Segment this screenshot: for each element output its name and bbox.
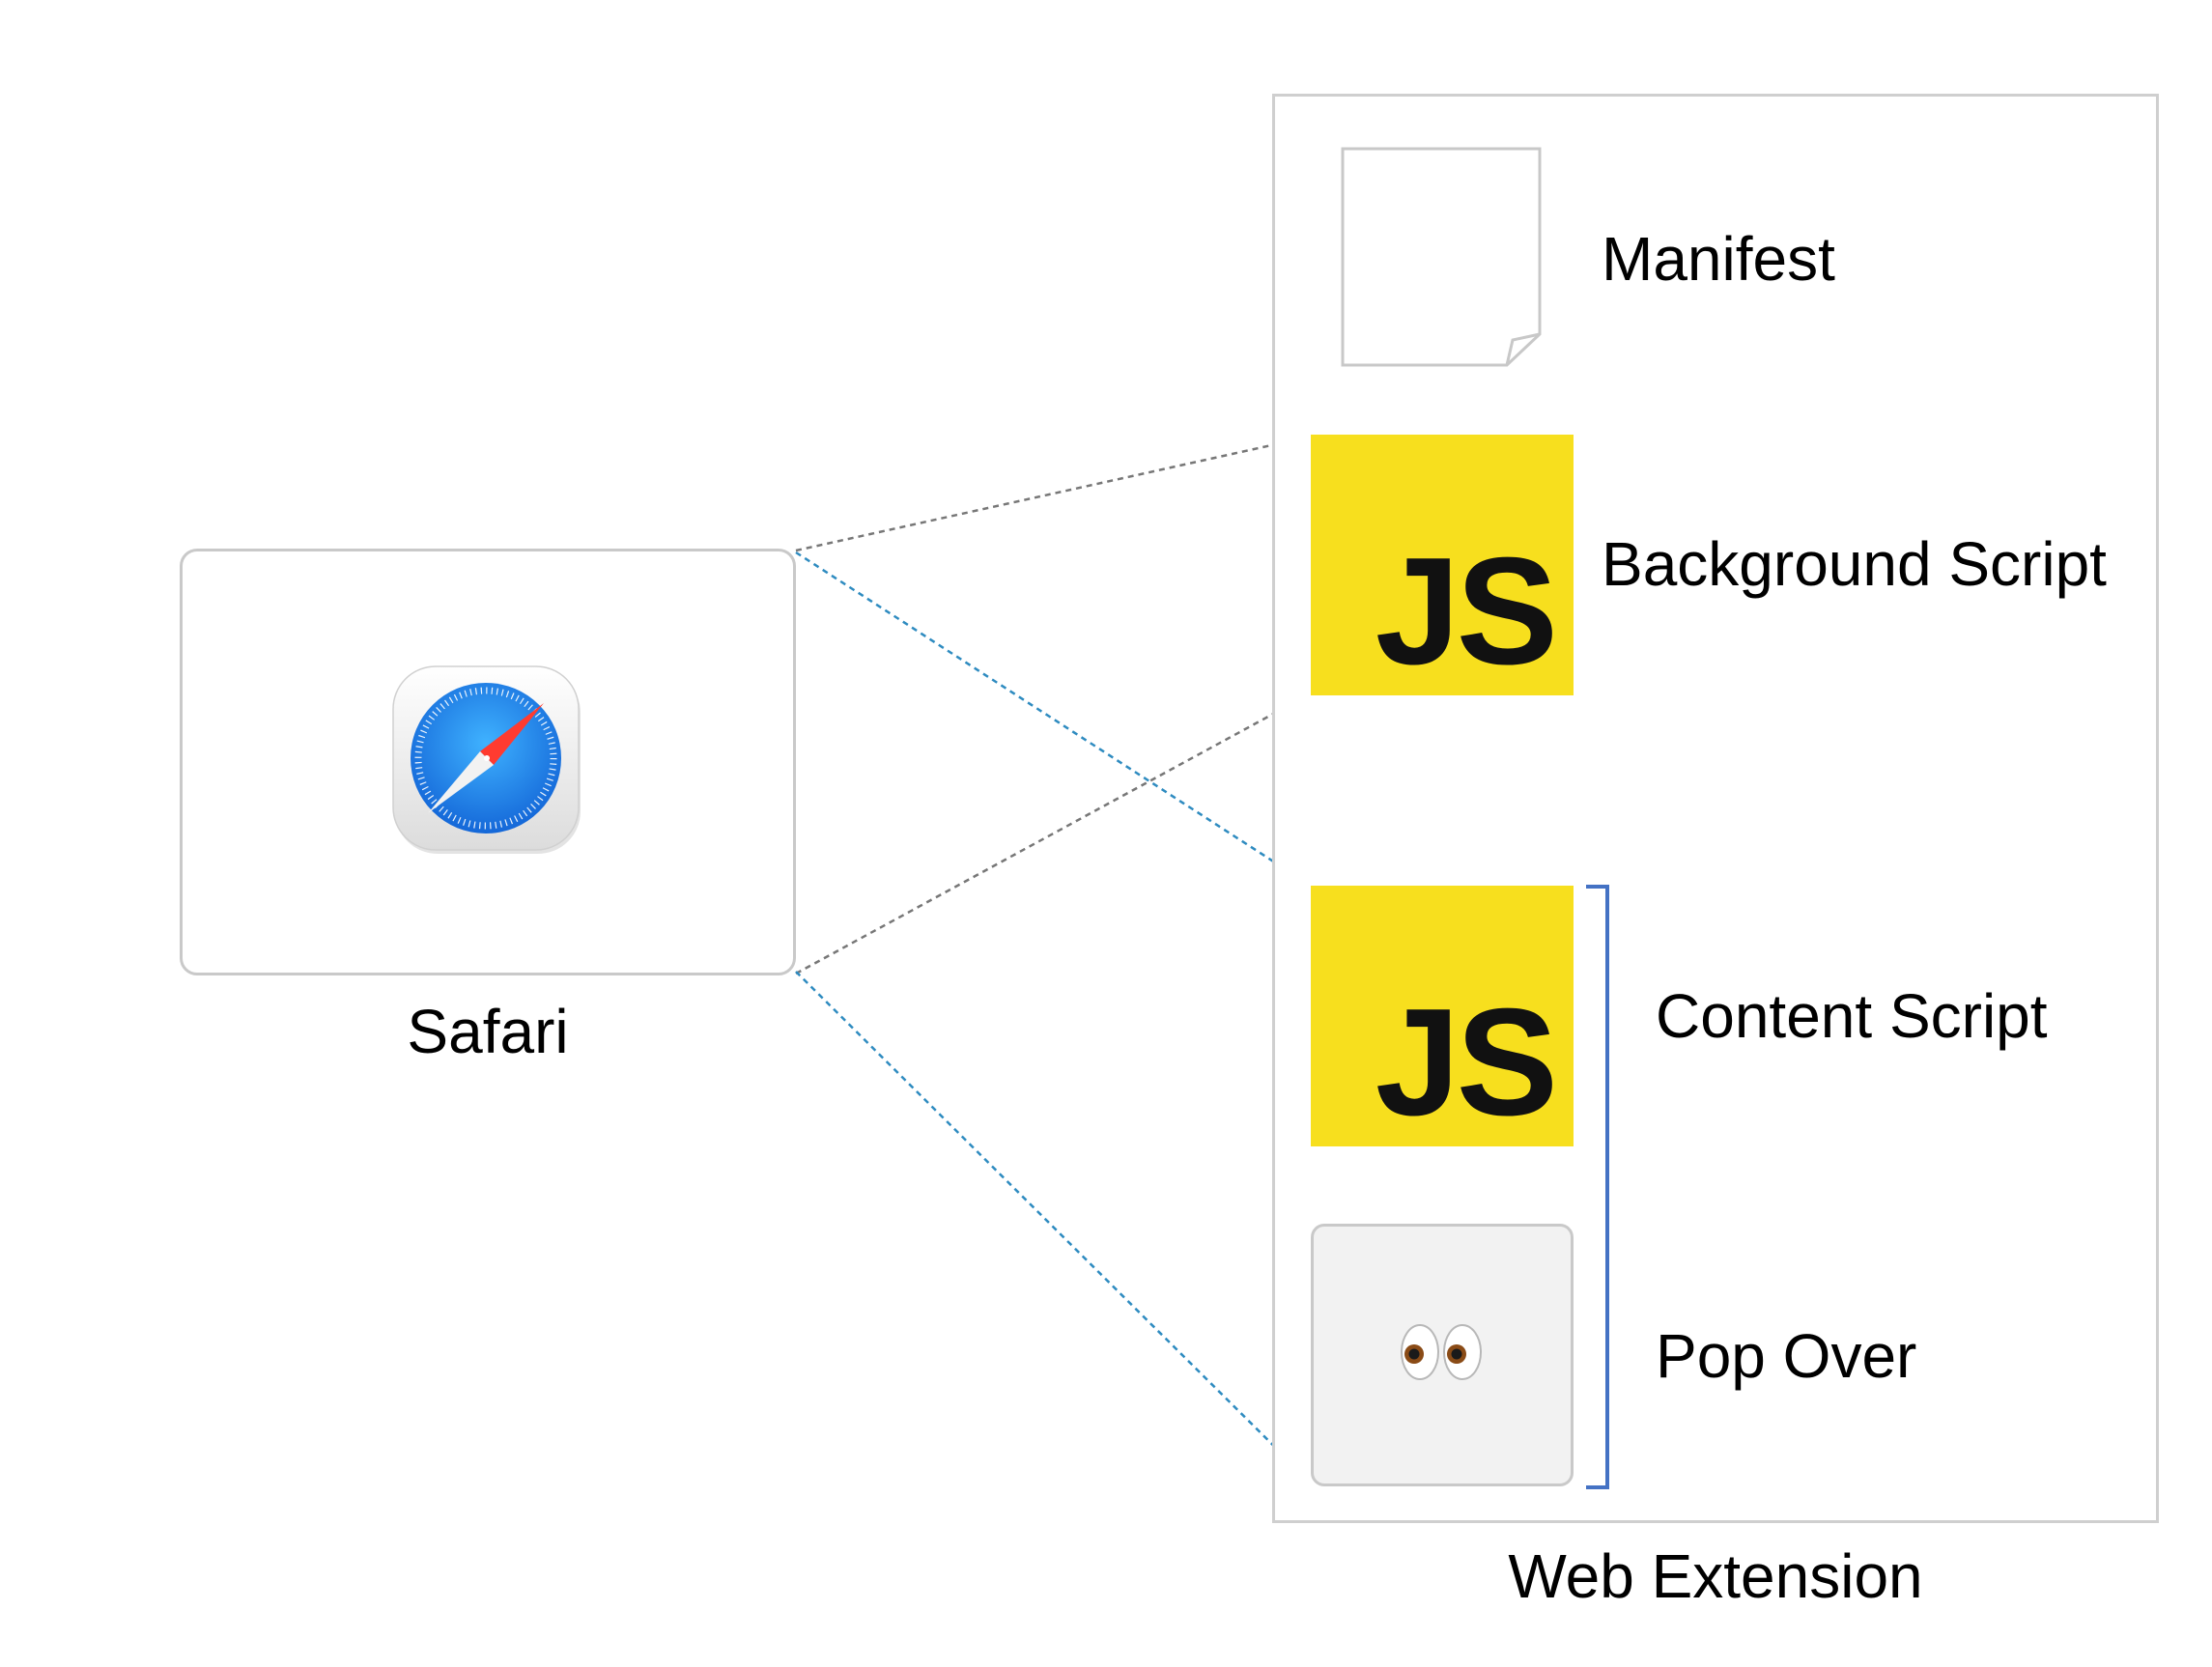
javascript-icon: JS xyxy=(1311,435,1574,695)
popover-box xyxy=(1311,1224,1574,1486)
connector-safari-to-content-script xyxy=(795,551,1312,888)
js-badge-text: JS xyxy=(1375,977,1558,1147)
safari-label: Safari xyxy=(407,997,569,1066)
web-extension-label: Web Extension xyxy=(1508,1541,1923,1611)
connector-safari-to-popover xyxy=(795,971,1314,1485)
grouping-bracket xyxy=(1586,885,1609,1489)
javascript-icon: JS xyxy=(1311,886,1574,1146)
eyes-icon xyxy=(1401,1324,1482,1380)
connector-safari-to-background-bottom xyxy=(795,692,1312,975)
manifest-label: Manifest xyxy=(1602,224,1835,294)
background-script-label: Background Script xyxy=(1602,529,2107,599)
safari-compass-icon xyxy=(392,665,581,854)
js-badge-text: JS xyxy=(1375,526,1558,696)
content-script-label: Content Script xyxy=(1656,981,2048,1051)
connector-safari-to-background-top xyxy=(795,435,1312,552)
popover-label: Pop Over xyxy=(1656,1321,1917,1391)
document-page-icon xyxy=(1341,147,1542,367)
